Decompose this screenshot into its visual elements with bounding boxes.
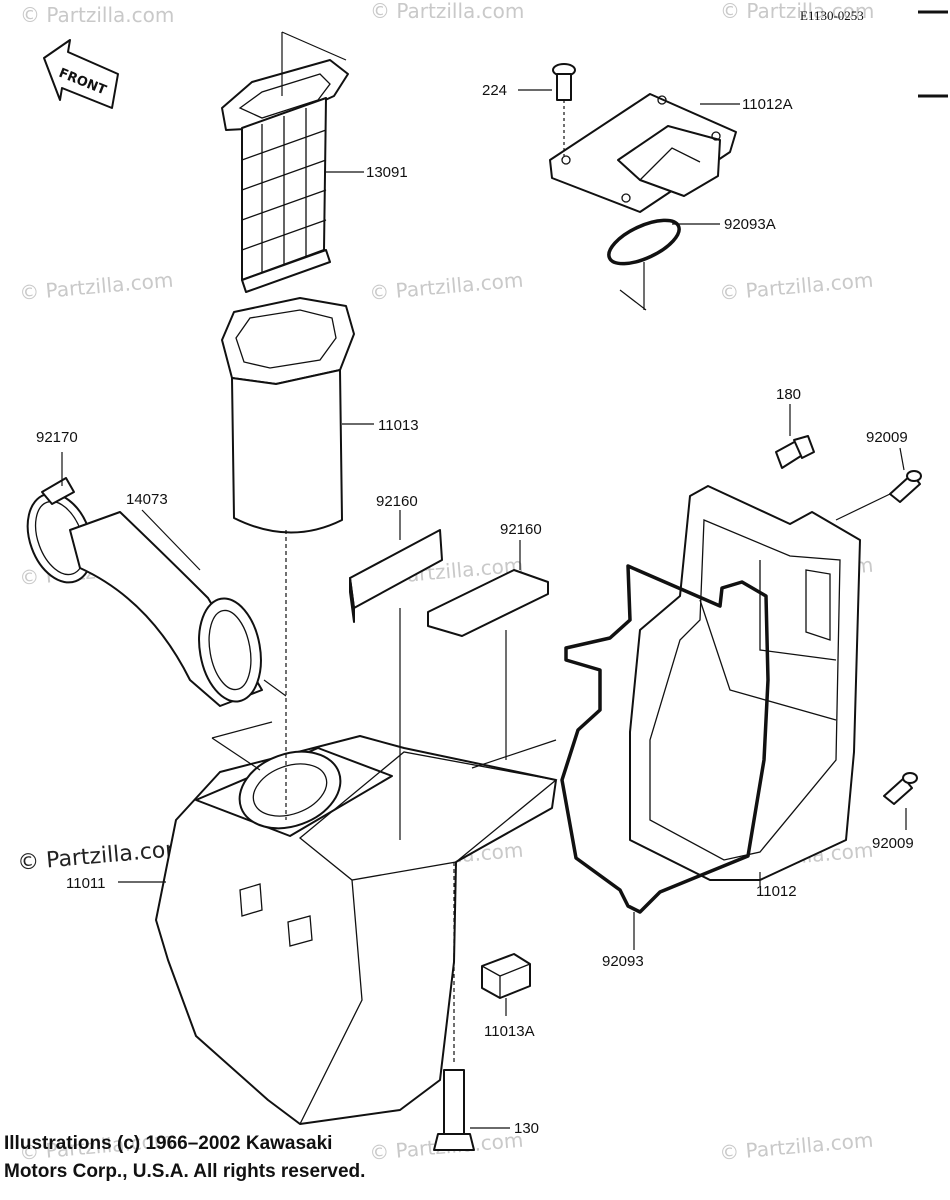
watermark: © Partzilla.com [370, 0, 524, 23]
copyright-line-1: Illustrations (c) 1966–2002 Kawasaki [4, 1133, 333, 1154]
air-box-case [629, 485, 861, 881]
callout-13091: 13091 [366, 164, 408, 181]
screw-92009-bottom [883, 772, 918, 805]
callout-11011: 11011 [66, 875, 106, 892]
callout-14073: 14073 [126, 491, 168, 508]
bolt-180 [775, 435, 815, 469]
callout-92160-b: 92160 [500, 521, 542, 538]
foam-block-11013a [481, 953, 531, 999]
callout-11012: 11012 [756, 883, 797, 900]
front-arrow-icon: FRONT [43, 39, 119, 109]
hose-clamp [26, 477, 94, 584]
leader-lines [61, 31, 907, 1129]
callout-180: 180 [776, 386, 801, 403]
callout-11013: 11013 [378, 417, 419, 434]
watermark: © Partzilla.com [20, 3, 174, 27]
callout-224: 224 [482, 82, 507, 99]
callout-92160-a: 92160 [376, 493, 418, 510]
foam-pad-a [349, 529, 443, 623]
callout-11012a: 11012A [742, 96, 793, 113]
copyright-line-2: Motors Corp., U.S.A. All rights reserved… [4, 1161, 366, 1182]
watermark: © Partzilla.com [718, 268, 874, 305]
watermark: © Partzilla.com [720, 0, 874, 23]
air-box-housing [155, 735, 558, 1125]
screw-224 [552, 63, 576, 156]
callout-92170: 92170 [36, 429, 78, 446]
callout-labels: 224 11012A 13091 92093A 11013 180 92170 … [36, 82, 914, 1137]
copyright-notice: Illustrations (c) 1966–2002 Kawasaki Mot… [4, 1130, 365, 1186]
bolt-130 [433, 1069, 475, 1151]
watermark-dark: © Partzilla.com [16, 836, 187, 876]
gasket-92093 [560, 564, 770, 914]
air-filter-element [221, 297, 355, 534]
callout-92093: 92093 [602, 953, 644, 970]
watermark: © Partzilla.com [18, 268, 174, 305]
cover-plate [549, 93, 737, 213]
callout-92009-bottom: 92009 [872, 835, 914, 852]
o-ring-92093a [607, 218, 681, 266]
callout-92009-top: 92009 [866, 429, 908, 446]
diagram-code: E1130-0253 [800, 8, 864, 23]
watermark: © Partzilla.com [368, 268, 524, 305]
callout-130: 130 [514, 1120, 539, 1137]
intake-duct [69, 511, 263, 707]
screw-92009-top [889, 470, 922, 503]
callout-92093a: 92093A [724, 216, 776, 233]
watermark: © Partzilla.com [718, 1128, 874, 1165]
foam-pad-b [427, 569, 549, 637]
filter-screen [221, 59, 349, 293]
callout-11013a: 11013A [484, 1023, 535, 1040]
